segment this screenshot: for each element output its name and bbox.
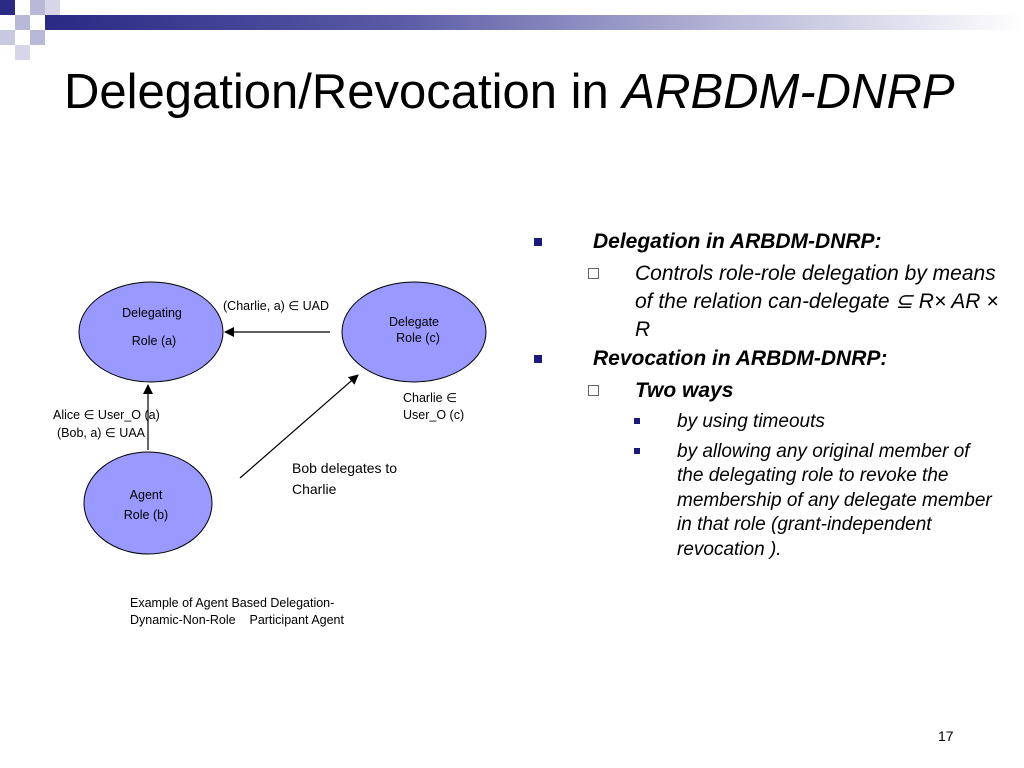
delegating-role-line1: Delegating [122,306,182,320]
small-square-bullet-icon [634,447,640,454]
title-italic: ARBDM-DNRP [622,65,955,119]
hollow-square-bullet-icon [588,268,599,279]
delegate-role-line2: Role (c) [396,331,440,345]
deco-square [15,45,30,60]
hollow-square-bullet-icon [588,385,599,396]
arrow-agent-to-delegate [239,374,359,479]
deco-square [45,0,60,15]
timeouts-text: by using timeouts [677,411,825,432]
square-bullet-icon [534,355,542,363]
charlie-label-line1: Charlie ∈ [403,391,457,405]
bullet-two-ways: Two ways [530,377,1000,405]
deco-gradient-bar [60,15,1024,30]
deco-square [0,30,15,45]
bullet-original-member: by allowing any original member of the d… [530,440,1000,563]
alice-label: Alice ∈ User_O (a) [53,408,160,422]
bob-delegates-line2: Charlie [292,481,337,497]
deco-square [30,0,45,15]
bob-delegates-line1: Bob delegates to [292,460,397,476]
agent-role-node [83,451,213,555]
deco-square [15,15,30,30]
title-plain: Delegation/Revocation in [64,65,623,119]
revocation-heading: Revocation in ARBDM-DNRP: [593,347,888,370]
square-bullet-icon [534,238,542,246]
delegation-diagram: Delegating Role (a) Delegate Role (c) Ag… [53,281,487,627]
small-square-bullet-icon [634,418,640,424]
page-number: 17 [938,728,954,744]
delegating-role-node [78,281,224,383]
delegation-heading: Delegation in ARBDM-DNRP: [593,230,882,253]
delegate-role-line1: Delegate [389,315,439,329]
original-member-text: by allowing any original member of the d… [677,440,992,560]
diagram-caption-line1: Example of Agent Based Delegation- [130,596,334,610]
deco-square [0,0,15,15]
delegating-role-line2: Role (a) [132,334,176,348]
bullet-revocation: Revocation in ARBDM-DNRP: [530,346,1000,372]
deco-square [30,30,45,45]
controls-text: Controls role-role delegation by means o… [635,262,999,341]
two-ways-text: Two ways [635,379,734,402]
slide-title: Delegation/Revocation in ARBDM-DNRP [64,62,964,122]
uad-label: (Charlie, a) ∈ UAD [223,299,329,313]
deco-square [45,15,60,30]
agent-role-line2: Role (b) [124,508,168,522]
charlie-label-line2: User_O (c) [403,408,464,422]
bullet-controls: Controls role-role delegation by means o… [530,260,1000,344]
agent-role-line1: Agent [130,488,163,502]
bob-uaa-label: (Bob, a) ∈ UAA [57,426,146,440]
diagram-caption-line2: Dynamic-Non-Role Participant Agent [130,613,345,627]
bullet-list: Delegation in ARBDM-DNRP: Controls role-… [530,227,1000,562]
header-decoration [0,0,1024,60]
delegate-role-node [341,281,487,383]
bullet-timeouts: by using timeouts [530,410,1000,435]
bullet-delegation: Delegation in ARBDM-DNRP: [530,229,1000,255]
